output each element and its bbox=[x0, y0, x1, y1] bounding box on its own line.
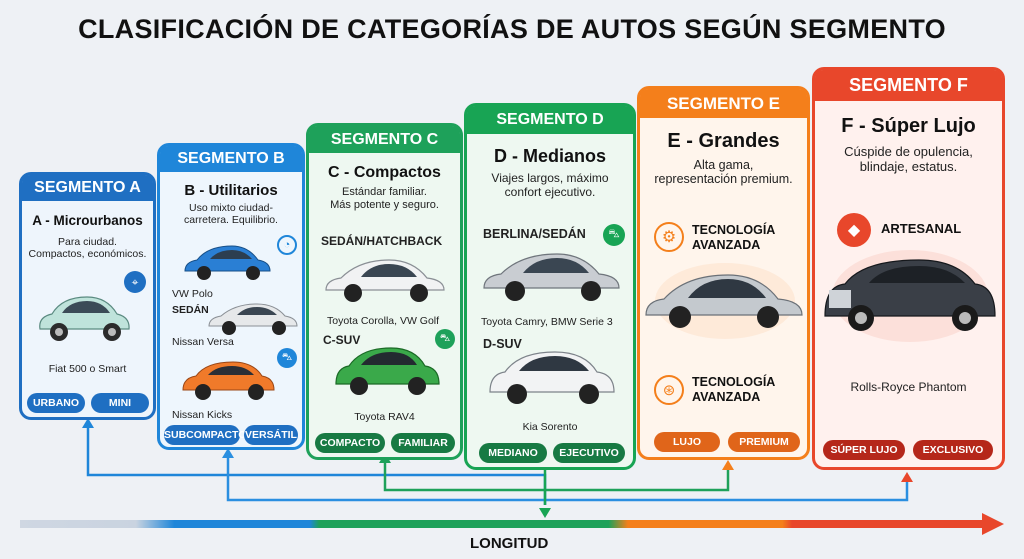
page-title: CLASIFICACIÓN DE CATEGORÍAS DE AUTOS SEG… bbox=[78, 14, 946, 44]
diamond-hands-icon: ◆ bbox=[837, 213, 871, 247]
segment-c-desc2: Más potente y seguro. bbox=[330, 198, 439, 211]
segment-b-header: SEGMENTO B bbox=[160, 146, 302, 172]
segment-f-header: SEGMENTO F bbox=[815, 70, 1002, 101]
segment-a-desc1: Para ciudad. bbox=[58, 236, 117, 248]
segment-f-feature: ARTESANAL bbox=[881, 221, 962, 236]
segment-e-subtitle: E - Grandes bbox=[667, 130, 780, 152]
segment-a-tag-2: MINI bbox=[91, 393, 149, 413]
car-image-nissan-kicks bbox=[182, 361, 275, 400]
segment-b-tag-1: SUBCOMPACTO bbox=[164, 425, 246, 445]
car-image-mercedes bbox=[645, 263, 803, 339]
segment-c-type1: SEDÁN/HATCHBACK bbox=[321, 234, 443, 248]
segment-f-desc2: blindaje, estatus. bbox=[859, 158, 958, 174]
car-front-icon: ⛍ bbox=[277, 348, 297, 368]
segment-c-header: SEGMENTO C bbox=[309, 126, 460, 153]
speedometer-icon: ◔ bbox=[277, 235, 297, 255]
segment-c-card: SEGMENTO C C - Compactos Estándar famili… bbox=[306, 123, 463, 460]
segment-a-car: Fiat 500 o Smart bbox=[48, 363, 127, 375]
car-image-rolls-royce bbox=[824, 250, 996, 342]
axis-label: LONGITUD bbox=[470, 535, 549, 552]
segment-a-subtitle: A - Microurbanos bbox=[32, 213, 143, 228]
segment-d-desc1: Viajes largos, máximo bbox=[491, 171, 609, 185]
segment-f-desc1: Cúspide de opulencia, bbox=[844, 144, 973, 159]
segment-d-tag-1: MEDIANO bbox=[479, 443, 547, 463]
segment-b-desc2: carretera. Equilibrio. bbox=[184, 214, 278, 227]
segment-a-card: SEGMENTO A A - Microurbanos Para ciudad.… bbox=[19, 172, 156, 420]
segment-d-desc2: confort ejecutivo. bbox=[504, 184, 596, 199]
car-image-rav4 bbox=[335, 347, 440, 395]
gear-icon: ⚙ bbox=[654, 222, 684, 252]
car-image-corolla bbox=[325, 259, 445, 302]
car-image-sorento bbox=[489, 351, 615, 404]
segment-e-tag-2: PREMIUM bbox=[728, 432, 800, 452]
segment-a-tag-1: URBANO bbox=[27, 393, 85, 413]
car-front-icon: ⛍ bbox=[435, 329, 455, 349]
segment-f-tag-2: EXCLUSIVO bbox=[913, 440, 993, 460]
segment-c-car1: Toyota Corolla, VW Golf bbox=[327, 315, 440, 327]
steering-wheel-icon: ⊛ bbox=[654, 375, 684, 405]
location-icon: ⌖ bbox=[124, 271, 146, 293]
segment-b-car3: Nissan Kicks bbox=[172, 409, 233, 421]
segment-e-feature2: TECNOLOGÍA bbox=[692, 375, 776, 389]
segment-d-type2: D-SUV bbox=[483, 337, 522, 351]
segment-c-desc1: Estándar familiar. bbox=[342, 186, 427, 198]
segment-d-type1: BERLINA/SEDÁN bbox=[483, 227, 586, 241]
segment-c-tag-1: COMPACTO bbox=[315, 433, 385, 453]
segment-c-subtitle: C - Compactos bbox=[328, 164, 441, 181]
segment-e-tag-1: LUJO bbox=[654, 432, 720, 452]
segment-a-desc2: Compactos, económicos. bbox=[28, 248, 147, 261]
segment-e-header: SEGMENTO E bbox=[640, 89, 807, 118]
segment-d-header: SEGMENTO D bbox=[467, 106, 633, 134]
segment-b-car2: Nissan Versa bbox=[172, 336, 234, 348]
length-axis bbox=[20, 513, 1004, 535]
segment-a-header: SEGMENTO A bbox=[22, 175, 153, 201]
segment-b-tag-2: VERSÁTIL bbox=[244, 425, 298, 445]
segment-b-desc1: Uso mixto ciudad- bbox=[188, 202, 274, 214]
car-image-camry bbox=[483, 253, 620, 301]
segment-f-subtitle: F - Súper Lujo bbox=[841, 115, 976, 137]
segment-d-car1: Toyota Camry, BMW Serie 3 bbox=[481, 316, 613, 328]
car-front-icon: ⛍ bbox=[603, 224, 625, 246]
segment-b-card: SEGMENTO B B - Utilitarios Uso mixto ciu… bbox=[157, 143, 305, 450]
segment-e-card: SEGMENTO E E - Grandes Alta gama, repres… bbox=[637, 86, 810, 460]
segment-e-feature1b: AVANZADA bbox=[692, 238, 761, 252]
segment-d-car2: Kia Sorento bbox=[522, 421, 578, 433]
segment-c-tag-2: FAMILIAR bbox=[391, 433, 455, 453]
car-image-fiat bbox=[39, 296, 130, 341]
segment-f-card: SEGMENTO F F - Súper Lujo Cúspide de opu… bbox=[812, 67, 1005, 470]
car-image-nissan-versa bbox=[208, 303, 298, 335]
segment-c-car2: Toyota RAV4 bbox=[354, 411, 415, 423]
segment-e-desc1: Alta gama, bbox=[693, 158, 754, 172]
segment-d-tag-2: EJECUTIVO bbox=[553, 443, 625, 463]
segment-f-car: Rolls-Royce Phantom bbox=[850, 380, 967, 394]
segment-c-type2: C-SUV bbox=[323, 333, 361, 347]
segment-e-feature2b: AVANZADA bbox=[692, 390, 761, 404]
segment-e-feature1: TECNOLOGÍA bbox=[692, 223, 776, 237]
segment-b-subtitle: B - Utilitarios bbox=[184, 182, 278, 199]
segment-f-tag-1: SÚPER LUJO bbox=[823, 440, 905, 460]
car-image-vw-polo bbox=[184, 245, 271, 280]
segment-b-type: SEDÁN bbox=[172, 304, 209, 316]
segment-d-card: SEGMENTO D D - Medianos Viajes largos, m… bbox=[464, 103, 636, 470]
segment-e-desc2: representación premium. bbox=[654, 172, 793, 187]
segment-d-subtitle: D - Medianos bbox=[493, 146, 606, 166]
segment-b-car1: VW Polo bbox=[172, 288, 213, 300]
